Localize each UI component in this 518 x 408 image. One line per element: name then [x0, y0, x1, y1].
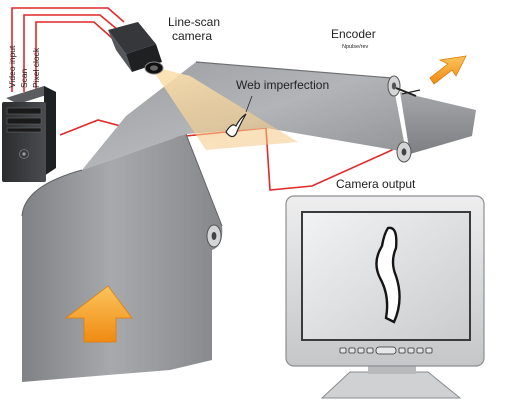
roller-top — [387, 75, 401, 97]
label-camera-line2: camera — [172, 29, 212, 43]
screen-imperfection-image — [375, 226, 401, 324]
label-camera-output: Camera output — [336, 177, 416, 191]
signal-labels: Video input Scan Pixel clock — [7, 45, 41, 88]
web-near — [21, 133, 223, 382]
label-pixel-clock: Pixel clock — [31, 47, 41, 88]
wire-pixel — [35, 21, 113, 92]
encoder-icon — [395, 87, 421, 97]
label-web-imperfection: Web imperfection — [236, 78, 329, 92]
arrow-up-right-icon — [429, 55, 467, 85]
camera-beam — [150, 66, 298, 150]
arrow-up-icon — [64, 285, 133, 343]
roller-bottom-right — [396, 141, 412, 163]
web-far — [400, 92, 476, 154]
wire-scan — [23, 14, 119, 92]
signal-wires — [11, 7, 393, 191]
web-imperfection-mark — [225, 95, 253, 138]
roller-left — [206, 224, 222, 248]
crt-monitor-icon — [285, 195, 485, 399]
label-encoder: Encoder — [331, 27, 376, 41]
label-encoder-sub: Npulse/rev — [342, 44, 369, 50]
label-camera-line1: Line-scan — [168, 15, 220, 29]
wire-encoder — [59, 106, 393, 191]
monitor-buttons — [339, 346, 433, 355]
line-scan-camera-icon — [108, 22, 164, 75]
label-video-input: Video input — [7, 45, 17, 88]
desktop-tower-icon — [2, 86, 56, 182]
wire-video — [11, 7, 125, 92]
label-scan: Scan — [19, 68, 29, 88]
